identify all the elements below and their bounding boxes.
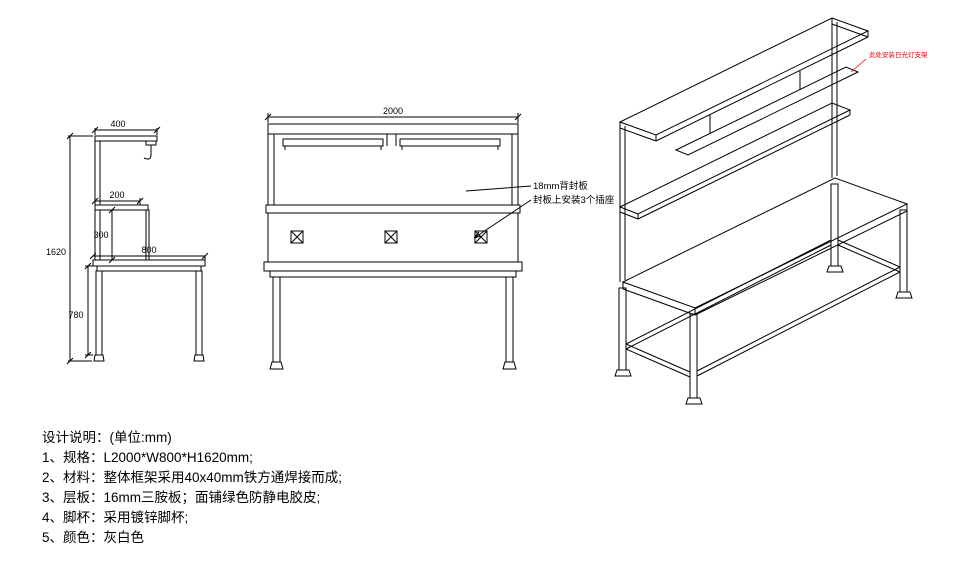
front-lamp-left-caps [284, 146, 382, 150]
dim-total-height: 1620 [46, 132, 93, 365]
annotation-back-panel: 18mm背封板 [533, 180, 588, 192]
note-item-5: 5、颜色：灰白色 [42, 530, 145, 545]
iso-table-top [621, 177, 909, 316]
iso-legs [614, 183, 913, 405]
annotation-leader-lines [465, 185, 532, 239]
front-top-shelf [267, 123, 519, 135]
front-lamp-right-caps [401, 146, 499, 150]
front-post-right [511, 133, 519, 206]
note-item-4: 4、脚杯：采用镀锌脚杯; [42, 510, 189, 525]
side-leg-left [95, 270, 103, 356]
dim-table-depth: 800 [89, 245, 209, 260]
dim-label-2000: 2000 [383, 106, 403, 116]
iso-stretchers [625, 239, 901, 378]
drawing-views: 400 1620 200 300 800 [46, 17, 928, 405]
iso-lamp-bar [674, 66, 860, 156]
side-lamp-hook [143, 145, 152, 160]
iso-annotation-leader [850, 58, 867, 73]
side-post-upper [94, 140, 101, 206]
dim-label-780: 780 [68, 310, 83, 320]
dim-label-1620: 1620 [46, 247, 66, 257]
annotation-lamp: 此处安装日光灯支架 [869, 50, 928, 59]
front-view-structure [263, 123, 523, 370]
front-leg-right [505, 276, 514, 363]
dim-label-300: 300 [93, 230, 108, 240]
note-item-2: 2、材料：整体框架采用40x40mm铁方通焊接而成; [42, 470, 343, 485]
iso-foot-near [685, 397, 703, 405]
annotation-sockets: 封板上安装3个插座 [533, 194, 615, 206]
side-foot-right [193, 354, 205, 362]
side-view-structure [92, 135, 206, 362]
front-center-hangers [386, 134, 397, 146]
iso-foot-left [614, 369, 632, 377]
front-foot-right [502, 361, 517, 370]
iso-top-shelf [618, 17, 870, 142]
side-foot-left [93, 354, 105, 362]
design-notes: 设计说明：(单位:mm) 1、规格：L2000*W800*H1620mm; 2、… [42, 428, 342, 548]
note-item-3: 3、层板：16mm三胺板；面铺绿色防静电胶皮; [42, 490, 321, 505]
note-item-1: 1、规格：L2000*W800*H1620mm; [42, 450, 253, 465]
front-lamp-left [282, 138, 384, 147]
side-table-top [92, 259, 206, 267]
front-foot-left [269, 361, 284, 370]
side-top-arm [94, 135, 158, 142]
front-table-rail [269, 270, 517, 278]
iso-posts [619, 22, 838, 282]
notes-title: 设计说明：(单位:mm) [42, 430, 172, 445]
side-lamp-bracket [145, 140, 157, 146]
dim-label-400: 400 [110, 119, 125, 129]
front-annotations: 18mm背封板 封板上安装3个插座 [465, 180, 615, 239]
iso-view: 此处安装日光灯支架 [614, 17, 928, 405]
iso-mid-shelf [618, 102, 852, 220]
side-view: 400 1620 200 300 800 [46, 119, 209, 365]
side-leg-right [195, 270, 203, 356]
dim-label-200: 200 [109, 190, 124, 200]
side-mid-shelf [94, 204, 149, 211]
iso-annotation: 此处安装日光灯支架 [850, 50, 928, 73]
front-socket-2 [384, 230, 398, 244]
dim-label-800: 800 [141, 245, 156, 255]
dim-table-height: 780 [68, 262, 93, 359]
side-table-rail [96, 265, 202, 272]
front-socket-1 [290, 230, 304, 244]
front-post-left [267, 133, 275, 206]
front-lamp-right [399, 138, 501, 147]
dim-length: 2000 [264, 106, 522, 123]
dim-shelf-gap: 300 [93, 206, 116, 264]
front-mid-shelf [265, 204, 521, 214]
iso-foot-far [826, 265, 844, 273]
iso-foot-right [895, 291, 913, 299]
front-table-top [263, 261, 523, 272]
dim-shelf-depth: 200 [91, 190, 144, 205]
dim-arm-depth: 400 [91, 119, 161, 135]
front-leg-left [272, 276, 281, 363]
front-view: 2000 18mm背封板 封板上安装3个插座 [263, 106, 615, 370]
